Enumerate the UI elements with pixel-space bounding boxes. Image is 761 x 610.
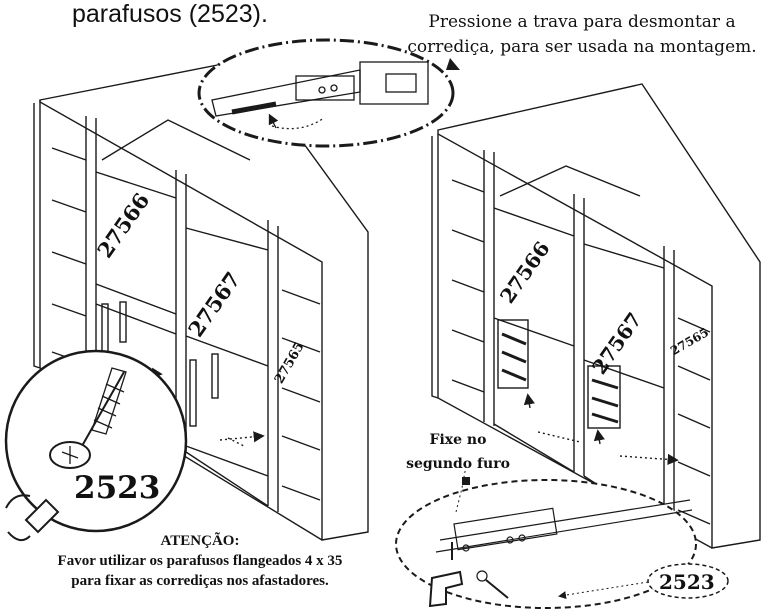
fix-second-hole-label: Fixe no segundo furo	[406, 432, 510, 472]
screw-detail-left	[4, 349, 188, 542]
slide-release-note: Pressione a trava para desmontar a corre…	[407, 12, 757, 57]
attention-line-1: Favor utilizar os parafusos flangeados 4…	[57, 553, 343, 569]
pointing-hand-icon	[428, 570, 464, 608]
attention-line-2: para fixar as corrediças nos afastadores…	[71, 573, 329, 589]
screw-code-left: 2523	[74, 470, 161, 506]
attention-title: ATENÇÃO:	[160, 533, 240, 549]
left-wardrobe	[33, 59, 369, 541]
right-shelves-col4	[677, 317, 711, 525]
right-wardrobe	[431, 83, 761, 549]
arrow-down-icon	[446, 58, 460, 70]
caption-top: parafusos (2523).	[72, 0, 268, 28]
screw-code-right: 2523	[659, 570, 715, 594]
slide-release-detail	[197, 38, 460, 148]
slide-fix-detail	[395, 465, 697, 609]
screw-code-callout	[647, 563, 729, 599]
rotate-screwdriver-icon	[5, 494, 60, 542]
right-shelves-col1	[451, 179, 485, 393]
left-shelves-col1	[51, 147, 87, 365]
attention-note: ATENÇÃO: Favor utilizar os parafusos fla…	[0, 531, 400, 591]
right-wardrobe-top	[437, 83, 761, 549]
left-shelves-col4	[281, 289, 321, 501]
